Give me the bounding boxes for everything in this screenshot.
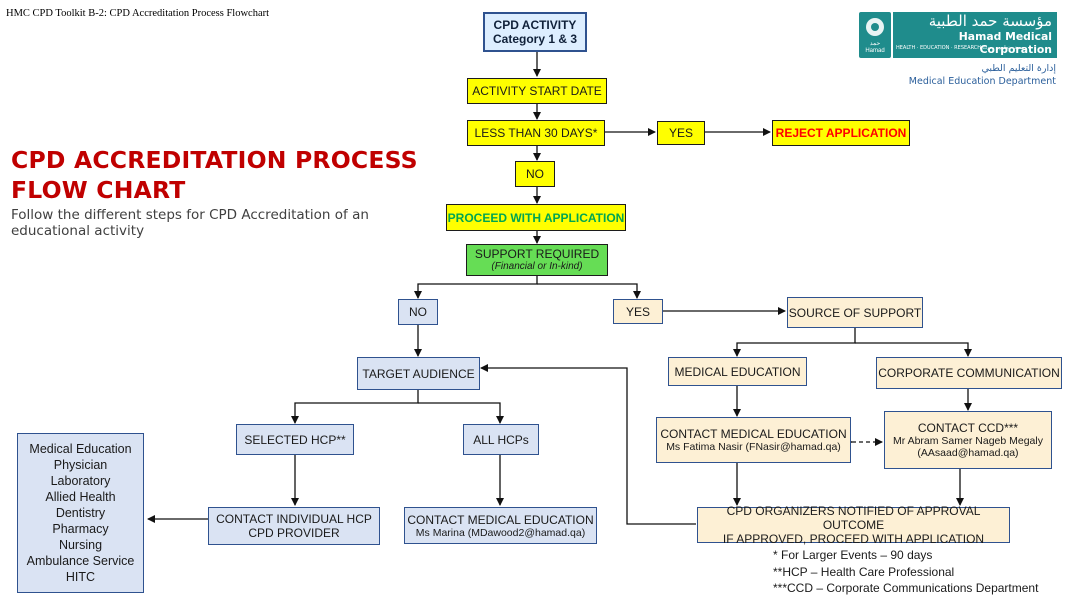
logo-mark-text: حمد Hamad xyxy=(865,41,885,54)
node-organizers-line1: CPD ORGANIZERS NOTIFIED OF APPROVAL OUTC… xyxy=(726,504,981,532)
logo-english-name: Hamad Medical Corporation xyxy=(958,30,1052,56)
node-start-date-label: ACTIVITY START DATE xyxy=(472,84,602,98)
node-providers-list: Medical Education Physician Laboratory A… xyxy=(17,433,144,593)
provider-item: Medical Education xyxy=(29,442,132,456)
department-english: Medical Education Department xyxy=(908,76,1056,87)
node-reject-application: REJECT APPLICATION xyxy=(772,120,910,146)
node-no-support: NO xyxy=(398,299,438,325)
hmc-logo-icon: حمد Hamad xyxy=(859,12,891,58)
arrow-organizers-back-to-target xyxy=(480,364,696,525)
department-arabic: إدارة التعليم الطبي xyxy=(981,63,1056,74)
node-selected-hcp-label: SELECTED HCP** xyxy=(244,432,346,447)
node-corporate-label: CORPORATE COMMUNICATION xyxy=(878,366,1060,380)
node-support-line1: SUPPORT REQUIRED xyxy=(474,247,600,261)
main-title-line1: CPD ACCREDITATION PROCESS xyxy=(11,146,418,174)
provider-item: Physician xyxy=(53,458,108,472)
arrow-source-to-medical xyxy=(733,328,856,357)
node-selected-hcp: SELECTED HCP** xyxy=(236,424,354,455)
node-yes-reject: YES xyxy=(657,121,705,145)
node-contact-meded-right-line1: CONTACT MEDICAL EDUCATION xyxy=(660,427,847,441)
node-contact-meded-right-line2: Ms Fatima Nasir (FNasir@hamad.qa) xyxy=(666,441,841,453)
node-corporate-communication: CORPORATE COMMUNICATION xyxy=(876,357,1062,389)
node-contact-ccd-line3: (AAsaad@hamad.qa) xyxy=(917,447,1019,459)
node-all-hcps: ALL HCPs xyxy=(463,424,539,455)
provider-item: Laboratory xyxy=(50,474,111,488)
node-target-audience: TARGET AUDIENCE xyxy=(357,357,480,390)
node-contact-meded-mid-line2: Ms Marina (MDawood2@hamad.qa) xyxy=(415,526,586,539)
node-contact-meded-mid-line1: CONTACT MEDICAL EDUCATION xyxy=(407,512,594,527)
node-contact-ccd-line1: CONTACT CCD*** xyxy=(917,421,1019,435)
provider-item: Allied Health xyxy=(45,490,116,504)
arrow-support-to-yes xyxy=(537,283,641,299)
logo-arabic-name: مؤسسة حمد الطبية xyxy=(928,12,1052,30)
node-target-label: TARGET AUDIENCE xyxy=(362,366,475,381)
node-less-than-30-days: LESS THAN 30 DAYS* xyxy=(467,120,605,146)
node-no-proceed: NO xyxy=(515,161,555,187)
node-proceed-label: PROCEED WITH APPLICATION xyxy=(447,210,625,225)
provider-item: Dentistry xyxy=(55,506,106,520)
node-yes2-label: YES xyxy=(625,304,650,319)
node-activity-start-date: ACTIVITY START DATE xyxy=(467,78,607,104)
provider-item: HITC xyxy=(65,570,96,584)
node-medical-education: MEDICAL EDUCATION xyxy=(668,357,807,386)
node-contact-individual-line1: CONTACT INDIVIDUAL HCP xyxy=(216,512,372,526)
node-source-of-support: SOURCE OF SUPPORT xyxy=(787,297,923,328)
node-proceed-with-application: PROCEED WITH APPLICATION xyxy=(446,204,626,231)
arrow-source-to-corporate xyxy=(855,342,972,357)
footnote-item: **HCP – Health Care Professional xyxy=(773,564,955,579)
provider-item: Nursing xyxy=(58,538,103,552)
node-cpd-activity-line1: CPD ACTIVITY xyxy=(493,18,577,32)
node-contact-individual-line2: CPD PROVIDER xyxy=(248,526,340,540)
node-contact-individual-hcp: CONTACT INDIVIDUAL HCP CPD PROVIDER xyxy=(208,507,380,545)
node-cpd-activity: CPD ACTIVITY Category 1 & 3 xyxy=(483,12,587,52)
node-yes1-label: YES xyxy=(668,126,693,140)
node-all-hcps-label: ALL HCPs xyxy=(473,432,529,447)
footnote-item: ***CCD – Corporate Communications Depart… xyxy=(773,581,1039,595)
node-contact-medical-education-right: CONTACT MEDICAL EDUCATION Ms Fatima Nasi… xyxy=(656,417,851,463)
node-no2-label: NO xyxy=(409,305,427,319)
footnotes: * For Larger Events – 90 days **HCP – He… xyxy=(773,547,1038,597)
node-reject-label: REJECT APPLICATION xyxy=(775,126,907,140)
node-cpd-activity-line2: Category 1 & 3 xyxy=(492,32,578,46)
node-support-required: SUPPORT REQUIRED (Financial or In-kind) xyxy=(466,244,608,276)
node-cpd-organizers-notified: CPD ORGANIZERS NOTIFIED OF APPROVAL OUTC… xyxy=(697,504,1010,546)
node-no1-label: NO xyxy=(526,167,544,181)
main-title: CPD ACCREDITATION PROCESS FLOW CHART xyxy=(11,145,418,205)
node-contact-ccd: CONTACT CCD*** Mr Abram Samer Nageb Mega… xyxy=(884,411,1052,469)
provider-item: Ambulance Service xyxy=(26,554,135,568)
footnote-item: * For Larger Events – 90 days xyxy=(773,548,933,562)
node-contact-medical-education-mid: CONTACT MEDICAL EDUCATION Ms Marina (MDa… xyxy=(404,507,597,544)
node-source-label: SOURCE OF SUPPORT xyxy=(788,305,922,320)
node-organizers-line2: IF APPROVED, PROCEED WITH APPLICATION xyxy=(722,532,985,546)
node-contact-ccd-line2: Mr Abram Samer Nageb Megaly xyxy=(893,435,1043,447)
node-support-line2: (Financial or In-kind) xyxy=(491,261,583,272)
node-yes-support: YES xyxy=(613,299,663,324)
arrow-target-to-all xyxy=(418,402,504,424)
node-medical-education-label: MEDICAL EDUCATION xyxy=(674,364,801,379)
provider-item: Pharmacy xyxy=(52,522,109,536)
arrow-target-to-selected xyxy=(291,390,419,424)
main-title-line2: FLOW CHART xyxy=(11,176,186,204)
node-less30-label: LESS THAN 30 DAYS* xyxy=(474,126,598,140)
arrow-support-to-no xyxy=(414,276,538,299)
subtitle: Follow the different steps for CPD Accre… xyxy=(11,207,369,239)
document-title: HMC CPD Toolkit B-2: CPD Accreditation P… xyxy=(6,8,270,19)
hmc-logo-band xyxy=(893,12,1057,58)
logo-tagline: HEALTH · EDUCATION · RESEARCH صحة · تعلي… xyxy=(896,45,1025,51)
